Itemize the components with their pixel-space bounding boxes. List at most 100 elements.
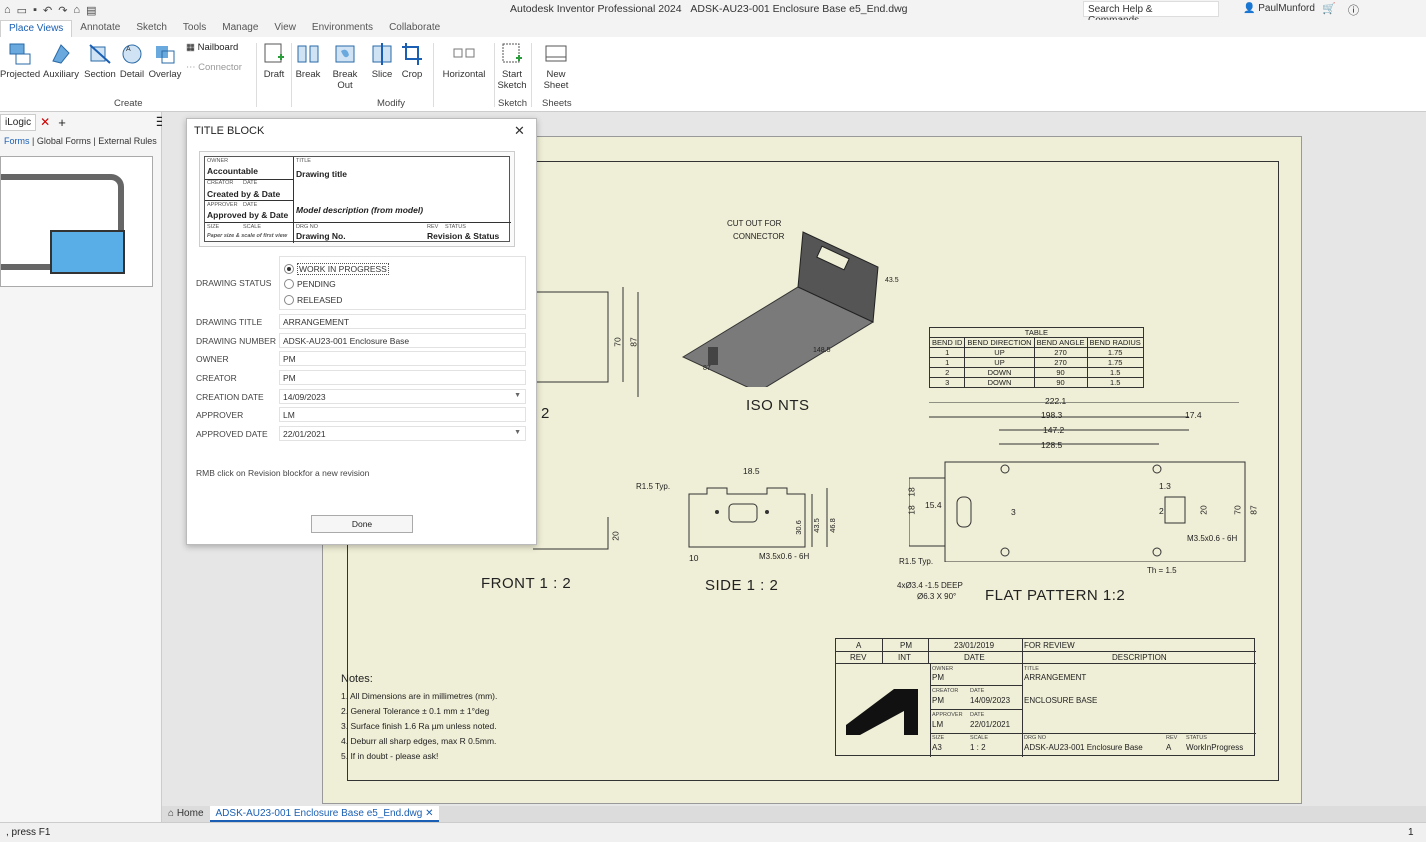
section-button[interactable]: Section <box>82 41 118 80</box>
tab-view[interactable]: View <box>266 20 304 37</box>
tab-place-views[interactable]: Place Views <box>0 20 72 37</box>
dim-flat-18a: 18 <box>907 487 917 496</box>
search-help-input[interactable]: Search Help & Commands... <box>1083 1 1219 17</box>
preview-small-label: APPROVER <box>207 202 238 208</box>
radio-work-in-progress[interactable]: WORK IN PROGRESS <box>284 263 389 275</box>
tb-owner: PM <box>932 673 944 682</box>
print-icon[interactable]: ▤ <box>86 4 96 17</box>
approved-date-field[interactable]: 22/01/2021▼ <box>279 426 526 441</box>
owner-field[interactable]: PM <box>279 351 526 366</box>
folder-icon[interactable]: ▭ <box>17 4 27 17</box>
table-cell: 90 <box>1034 368 1087 378</box>
table-cell: 270 <box>1034 358 1087 368</box>
undo-icon[interactable]: ↶ <box>43 4 52 17</box>
sheet-title-block[interactable]: A PM 23/01/2019 FOR REVIEW REV INT DATE … <box>835 638 1255 756</box>
table-cell: 1.5 <box>1087 378 1143 388</box>
projected-button[interactable]: Projected <box>0 41 40 80</box>
bend-table-header: BEND DIRECTION <box>965 338 1034 348</box>
notes-heading: Notes: <box>341 673 497 685</box>
preview-small-label: SIZE <box>207 224 219 230</box>
close-icon[interactable]: ✕ <box>40 115 50 129</box>
projected-icon <box>8 41 32 67</box>
callout-thread-side: M3.5x0.6 - 6H <box>759 552 809 561</box>
tab-annotate[interactable]: Annotate <box>72 20 128 37</box>
preview-drawing-no: Drawing No. <box>296 231 346 241</box>
preview-small-label: CREATOR <box>207 180 233 186</box>
tb-scale: 1 : 2 <box>970 743 986 752</box>
done-button[interactable]: Done <box>311 515 413 533</box>
dim-flat-2221: 222.1 <box>1045 396 1066 406</box>
close-icon[interactable]: ✕ <box>514 123 525 139</box>
tab-sketch[interactable]: Sketch <box>128 20 175 37</box>
tab-manage[interactable]: Manage <box>214 20 266 37</box>
drawing-number-field[interactable]: ADSK-AU23-001 Enclosure Base <box>279 333 526 348</box>
dim-flat-3: 3 <box>1011 507 1016 517</box>
start-sketch-icon <box>500 41 524 67</box>
table-cell: 90 <box>1034 378 1087 388</box>
tb-small-label: TITLE <box>1024 666 1039 672</box>
new-sheet-button[interactable]: New Sheet <box>533 41 579 91</box>
tb-rev-date: 23/01/2019 <box>954 641 994 650</box>
status-count: 1 <box>1408 827 1414 838</box>
start-sketch-button[interactable]: StartSketch <box>496 41 528 91</box>
link-external-rules[interactable]: External Rules <box>98 136 157 146</box>
ribbon-separator <box>291 43 292 107</box>
tab-tools[interactable]: Tools <box>175 20 214 37</box>
preview-rev-status: Revision & Status <box>427 231 499 241</box>
draft-button[interactable]: Draft <box>260 41 288 80</box>
callout-cutout-1: CUT OUT FOR <box>727 219 781 228</box>
connector-button[interactable]: ⋯ Connector <box>186 62 242 73</box>
new-sheet-icon <box>544 41 568 67</box>
panel-tab-ilogic[interactable]: iLogic <box>0 114 36 131</box>
table-cell: 1.75 <box>1087 358 1143 368</box>
dim-flat-1472: 147.2 <box>1043 425 1064 435</box>
nailboard-button[interactable]: ▦ Nailboard <box>186 42 238 53</box>
tab-environments[interactable]: Environments <box>304 20 381 37</box>
save-icon[interactable]: ▪ <box>33 4 37 17</box>
ribbon-panel: Projected Auxiliary Section A Detail Ove… <box>0 37 1426 112</box>
home-icon[interactable]: ⌂ <box>73 4 80 17</box>
redo-icon[interactable]: ↷ <box>58 4 67 17</box>
slice-button[interactable]: Slice <box>368 41 396 80</box>
help-icon[interactable]: ⓘ <box>1348 2 1359 18</box>
link-forms[interactable]: Forms <box>4 136 30 146</box>
open-icon[interactable]: ⌂ <box>4 4 11 17</box>
close-icon[interactable]: ✕ <box>425 808 433 819</box>
chevron-down-icon[interactable]: ▼ <box>514 392 521 399</box>
tb-drawing-number: ADSK-AU23-001 Enclosure Base <box>1024 743 1143 752</box>
overlay-button[interactable]: Overlay <box>148 41 182 80</box>
approver-field[interactable]: LM <box>279 407 526 422</box>
creator-field[interactable]: PM <box>279 370 526 385</box>
tab-document[interactable]: ADSK-AU23-001 Enclosure Base e5_End.dwg … <box>210 806 440 822</box>
drawing-status-group: WORK IN PROGRESS PENDING RELEASED <box>279 256 526 310</box>
table-cell: DOWN <box>965 378 1034 388</box>
radio-released[interactable]: RELEASED <box>284 295 342 305</box>
auxiliary-button[interactable]: Auxiliary <box>42 41 80 80</box>
creation-date-field[interactable]: 14/09/2023▼ <box>279 389 526 404</box>
user-account[interactable]: 👤 PaulMunford <box>1243 3 1315 14</box>
link-global-forms[interactable]: Global Forms <box>37 136 91 146</box>
tab-collaborate[interactable]: Collaborate <box>381 20 448 37</box>
form-thumbnail[interactable] <box>0 156 153 287</box>
detail-icon: A <box>120 41 144 67</box>
tb-small-label: OWNER <box>932 666 953 672</box>
radio-icon <box>284 295 294 305</box>
tb-head-desc: DESCRIPTION <box>1112 653 1167 662</box>
radio-pending[interactable]: PENDING <box>284 279 336 289</box>
tb-head-rev: REV <box>850 653 866 662</box>
bend-table-header: BEND ID <box>930 338 965 348</box>
tab-home[interactable]: ⌂ Home <box>162 806 210 822</box>
tb-small-label: CREATOR <box>932 688 958 694</box>
crop-button[interactable]: Crop <box>398 41 426 80</box>
chevron-down-icon[interactable]: ▼ <box>514 429 521 436</box>
break-out-button[interactable]: Break Out <box>324 41 366 91</box>
break-button[interactable]: Break <box>294 41 322 80</box>
drawing-title-field[interactable]: ARRANGEMENT <box>279 314 526 329</box>
cart-icon[interactable]: 🛒 <box>1322 2 1336 15</box>
preview-title: Drawing title <box>296 169 347 179</box>
detail-button[interactable]: A Detail <box>118 41 146 80</box>
horizontal-button[interactable]: Horizontal <box>440 41 488 80</box>
break-icon <box>296 41 320 67</box>
plus-icon[interactable]: + <box>58 115 66 130</box>
creation-date-label: CREATION DATE <box>196 392 264 402</box>
